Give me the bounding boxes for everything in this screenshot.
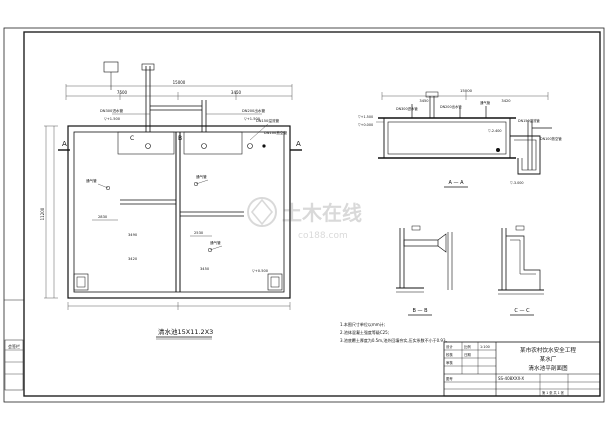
watermark: 土木在线 co188.com — [247, 197, 362, 241]
general-notes: 1.本图尺寸单位以mm计; 2.池体混凝土强度等级C25; 3.池底覆土厚度为0… — [340, 321, 450, 343]
bb-title: B — B — [412, 308, 428, 314]
plan-title: 清水池15X11.2X3 — [158, 327, 213, 336]
watermark-brand: 土木在线 — [282, 201, 362, 225]
plan-label-outlet: DN200出水管 — [242, 108, 266, 113]
plan-label-overflow: DN150溢流管 — [256, 118, 280, 123]
countersign-label: 会签栏 — [8, 343, 20, 349]
plan-label-vent-1: 通气管 — [86, 178, 97, 183]
tb-cell-number-label: 图号 — [446, 376, 453, 381]
aa-dim-total: 15000 — [460, 88, 473, 93]
aa-dim-right: 3420 — [501, 99, 511, 103]
section-aa: 15000 3450 3420 DN300进水管 DN200出水管 通气管 DN… — [358, 88, 562, 188]
aa-label-vent: 通气管 — [480, 100, 491, 105]
tb-drawing-name: 清水池平剖面图 — [528, 364, 568, 372]
plan-dim-inner-1: 2830 — [98, 215, 108, 219]
plan-section-mark-c: C — [130, 135, 134, 142]
plan-label-vent-2: 通气管 — [196, 174, 207, 179]
plan-elev-1: ▽+1.500 — [104, 117, 121, 121]
note-2: 2.池体混凝土强度等级C25; — [340, 329, 389, 335]
watermark-url: co188.com — [298, 231, 348, 241]
aa-label-overflow: DN150溢流管 — [518, 118, 540, 123]
plan-section-mark-a-left: A — [62, 140, 67, 148]
aa-elev-zero: ▽+0.000 — [358, 123, 373, 127]
tb-project: 某市农村饮水安全工程 — [520, 346, 576, 354]
tb-cell-date: 日期 — [464, 352, 471, 357]
plan-dim-left: 7500 — [117, 90, 128, 95]
plan-section-mark-a-right: A — [296, 140, 301, 148]
tb-plant: 某水厂 — [540, 355, 557, 363]
plan-dim-inner-2: 2530 — [194, 231, 204, 235]
plan-label-vent-3: 通气管 — [210, 240, 221, 245]
note-1: 1.本图尺寸单位以mm计; — [340, 321, 385, 327]
aa-title: A — A — [448, 180, 464, 186]
countersign-stamp — [4, 339, 24, 391]
cc-title: C — C — [514, 308, 530, 314]
watermark-logo-icon — [247, 197, 277, 227]
tb-drawing-number: SS-408XXX-X — [498, 376, 524, 381]
tb-cell-review: 审核 — [446, 360, 453, 365]
plan-dim-inner-5: 3490 — [128, 233, 138, 237]
aa-elev-water: ▽-2.400 — [488, 129, 502, 133]
plan-dim-inner-4: 3420 — [128, 257, 138, 261]
tb-cell-scale: 比例 — [464, 344, 471, 349]
tb-cell-scale-value: 1:100 — [480, 345, 490, 349]
section-cc: C — C — [498, 225, 544, 316]
plan-view: 15000 7500 3450 11200 A A B C — [40, 61, 302, 340]
plan-dim-right: 3450 — [231, 90, 242, 95]
plan-label-drain: DN100放空管 — [264, 130, 288, 135]
tb-cell-check: 校核 — [446, 352, 453, 357]
aa-label-inlet: DN300进水管 — [396, 106, 418, 111]
plan-label-inlet: DN300进水管 — [100, 108, 124, 113]
title-block: 设计 校核 审核 比例 1:100 日期 图号 第 1 张 共 1 张 某市农村… — [443, 341, 601, 397]
tb-cell-design: 设计 — [446, 344, 453, 349]
plan-elev-2: ▽+1.500 — [244, 117, 261, 121]
sheet-outer-border — [3, 27, 605, 403]
note-3: 3.池底覆土厚度为0.5m,池外回填夯实,压实系数不小于0.93。 — [340, 337, 450, 343]
section-bb: B — B — [396, 225, 453, 316]
aa-label-drain: DN100放空管 — [540, 136, 562, 141]
aa-dim-left: 3450 — [419, 99, 429, 103]
tb-sheet-count: 第 1 张 共 1 张 — [542, 390, 565, 395]
aa-elev-bottom: ▽-3.000 — [510, 181, 524, 185]
aa-elev-top: ▽+1.500 — [358, 115, 373, 119]
plan-dim-inner-3: 3450 — [200, 267, 210, 271]
plan-dim-height: 11200 — [40, 207, 45, 220]
plan-elev-3: ▽+0.500 — [252, 269, 269, 273]
plan-dim-total: 15000 — [173, 80, 186, 85]
aa-label-outlet: DN200出水管 — [440, 104, 462, 109]
